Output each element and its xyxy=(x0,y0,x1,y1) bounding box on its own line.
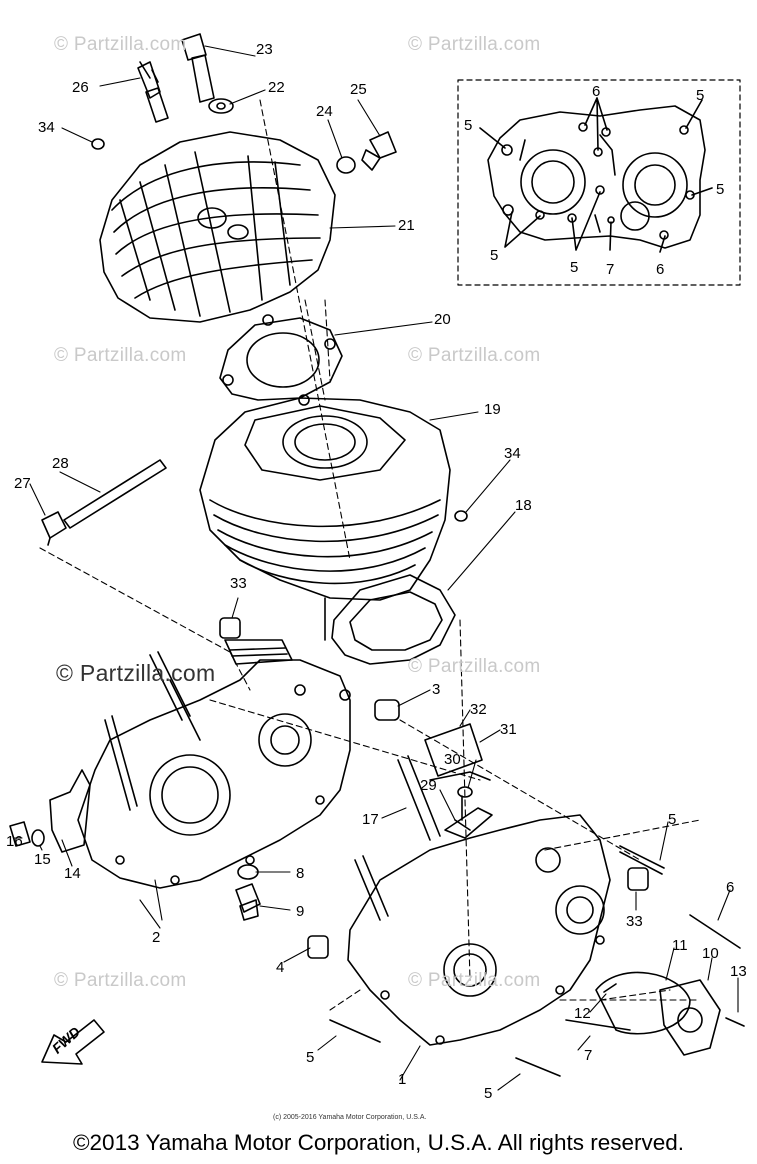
bearing-parts xyxy=(424,723,493,839)
callout-26: 26 xyxy=(72,79,89,96)
callout-33: 33 xyxy=(230,575,247,592)
callout-12: 12 xyxy=(574,1005,591,1022)
callout-2: 2 xyxy=(152,929,161,946)
callout-8: 8 xyxy=(296,865,305,882)
head-gasket xyxy=(219,314,343,406)
callout-5: 5 xyxy=(484,1085,493,1102)
alignment-lines xyxy=(39,99,701,1011)
callout-32: 32 xyxy=(470,701,487,718)
watermark: © Partzilla.com xyxy=(408,34,541,55)
base-gasket xyxy=(331,574,456,665)
callout-18: 18 xyxy=(515,497,532,514)
watermark: © Partzilla.com xyxy=(56,660,216,686)
head-bolt xyxy=(181,33,234,114)
callout-29: 29 xyxy=(420,777,437,794)
inset-callout-6: 6 xyxy=(592,83,601,100)
callout-4: 4 xyxy=(276,959,285,976)
cap-nut-cylinder xyxy=(454,510,468,522)
callout-13: 13 xyxy=(730,963,747,980)
callout-5: 5 xyxy=(306,1049,315,1066)
callout-17: 17 xyxy=(362,811,379,828)
dowel-pins xyxy=(219,617,649,959)
drain-bolt xyxy=(235,864,261,921)
watermark: © Partzilla.com xyxy=(54,970,187,991)
inset-callout-5: 5 xyxy=(490,247,499,264)
callout-22: 22 xyxy=(268,79,285,96)
cylinder-head xyxy=(99,131,336,323)
watermark: © Partzilla.com xyxy=(54,34,187,55)
callout-20: 20 xyxy=(434,311,451,328)
callout-19: 19 xyxy=(484,401,501,418)
inset-callout-6: 6 xyxy=(656,261,665,278)
callout-5: 5 xyxy=(668,811,677,828)
callout-25: 25 xyxy=(350,81,367,98)
side-bolts xyxy=(329,845,745,1077)
inset-callout-5: 5 xyxy=(570,259,579,276)
oil-pipe xyxy=(41,459,167,546)
watermark: © Partzilla.com xyxy=(408,656,541,677)
callout-3: 3 xyxy=(432,681,441,698)
crankcase-inset xyxy=(457,79,741,286)
callout-7: 7 xyxy=(584,1047,593,1064)
callout-34: 34 xyxy=(504,445,521,462)
callout-6: 6 xyxy=(726,879,735,896)
callout-15: 15 xyxy=(34,851,51,868)
small-copyright: (c) 2005-2016 Yamaha Motor Corporation, … xyxy=(273,1114,427,1121)
cap-nut-top xyxy=(91,138,105,150)
callout-9: 9 xyxy=(296,903,305,920)
callout-30: 30 xyxy=(444,751,461,768)
watermark: © Partzilla.com xyxy=(54,345,187,366)
crankcase-right xyxy=(347,755,611,1046)
inset-callout-7: 7 xyxy=(606,261,615,278)
watermark: © Partzilla.com xyxy=(408,970,541,991)
temp-sender xyxy=(336,131,397,174)
inset-callout-5: 5 xyxy=(716,181,725,198)
watermark: © Partzilla.com xyxy=(408,345,541,366)
callout-33: 33 xyxy=(626,913,643,930)
callout-23: 23 xyxy=(256,41,273,58)
callout-24: 24 xyxy=(316,103,333,120)
callout-11: 11 xyxy=(672,937,688,954)
callout-16: 16 xyxy=(6,833,23,850)
callout-10: 10 xyxy=(702,945,719,962)
spark-plug xyxy=(137,61,169,123)
callout-21: 21 xyxy=(398,217,415,234)
callout-34: 34 xyxy=(38,119,55,136)
copyright-footer: ©2013 Yamaha Motor Corporation, U.S.A. A… xyxy=(72,1130,685,1155)
cylinder xyxy=(199,397,451,641)
inset-callout-5: 5 xyxy=(464,117,473,134)
callout-28: 28 xyxy=(52,455,69,472)
leader-lines xyxy=(13,45,739,1091)
callout-31: 31 xyxy=(500,721,517,738)
bracket xyxy=(9,769,91,853)
callout-14: 14 xyxy=(64,865,81,882)
callout-27: 27 xyxy=(14,475,31,492)
fwd-arrow xyxy=(41,1019,105,1065)
callout-1: 1 xyxy=(398,1071,407,1088)
inset-callout-5: 5 xyxy=(696,87,705,104)
